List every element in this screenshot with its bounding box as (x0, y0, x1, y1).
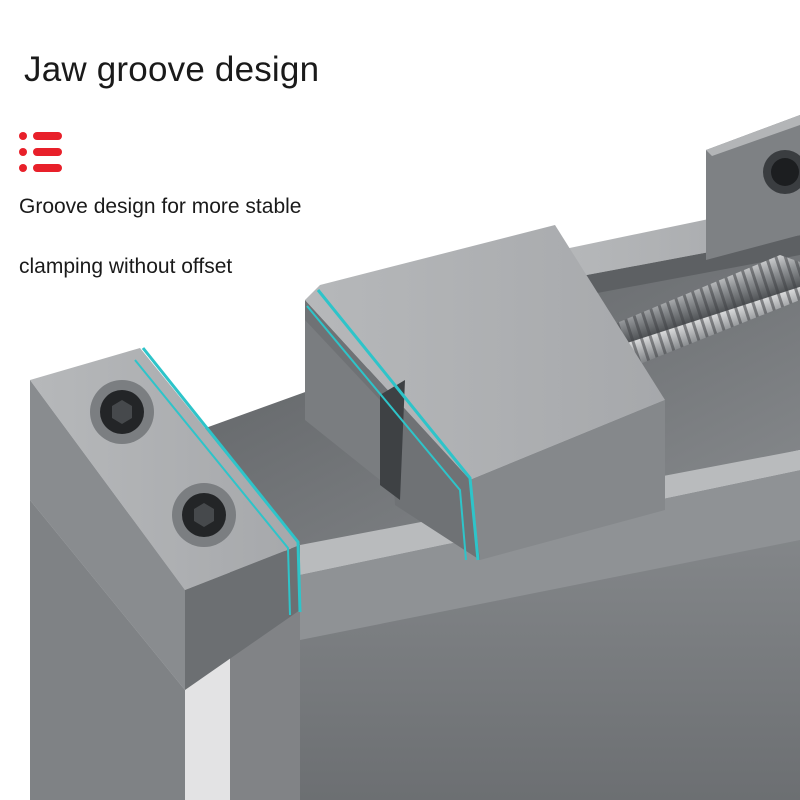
movable-jaw (305, 225, 665, 561)
description-line-2: clamping without offset (19, 255, 233, 278)
rear-block (706, 115, 800, 260)
headline: Jaw groove design (24, 50, 320, 89)
description-line-1: Groove design for more stable (19, 195, 302, 218)
fixed-jaw (30, 347, 302, 800)
list-icon (19, 132, 62, 172)
